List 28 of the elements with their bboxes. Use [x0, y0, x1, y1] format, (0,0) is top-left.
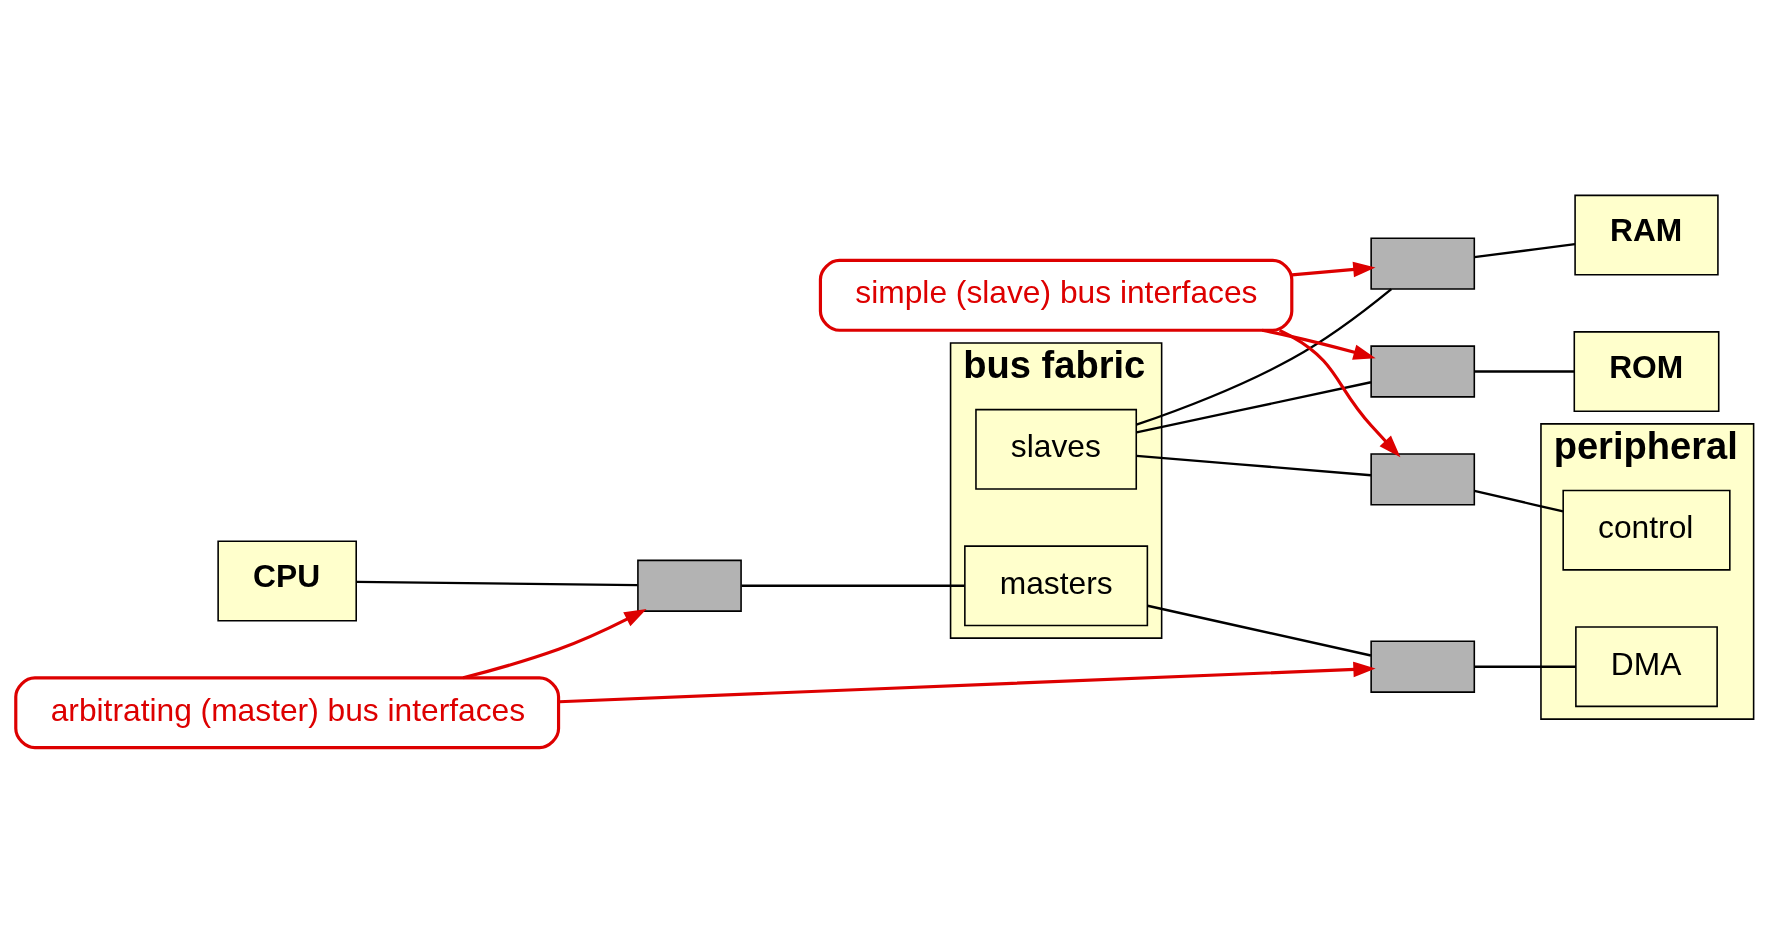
node-box: simple (slave) bus interfaces	[818, 258, 1294, 332]
connector	[1147, 604, 1372, 657]
node-bar	[1370, 345, 1476, 398]
connector	[1474, 370, 1575, 373]
node-bar	[1370, 640, 1476, 693]
arrow	[1261, 328, 1376, 360]
connector	[356, 580, 638, 587]
node-bar	[1370, 237, 1476, 290]
connector	[1136, 381, 1372, 434]
node-box: arbitrating (master) bus interfaces	[14, 676, 561, 750]
arrow	[559, 661, 1376, 704]
node-box: slaves	[975, 408, 1138, 490]
connector	[1474, 665, 1576, 668]
node-box: CPU	[217, 540, 357, 622]
node-box: ROM	[1573, 331, 1720, 412]
arrow	[1291, 261, 1376, 278]
arrow	[1278, 328, 1401, 458]
node-bar	[637, 559, 742, 612]
node-box: DMA	[1575, 626, 1718, 708]
node-box: masters	[964, 545, 1149, 627]
connector	[1136, 454, 1372, 477]
connector	[1474, 242, 1576, 259]
node-box: control	[1562, 489, 1731, 571]
node-box: RAM	[1574, 194, 1719, 276]
connector	[741, 584, 965, 587]
connector	[1136, 288, 1393, 426]
arrow	[462, 609, 647, 680]
node-bar	[1370, 453, 1476, 506]
